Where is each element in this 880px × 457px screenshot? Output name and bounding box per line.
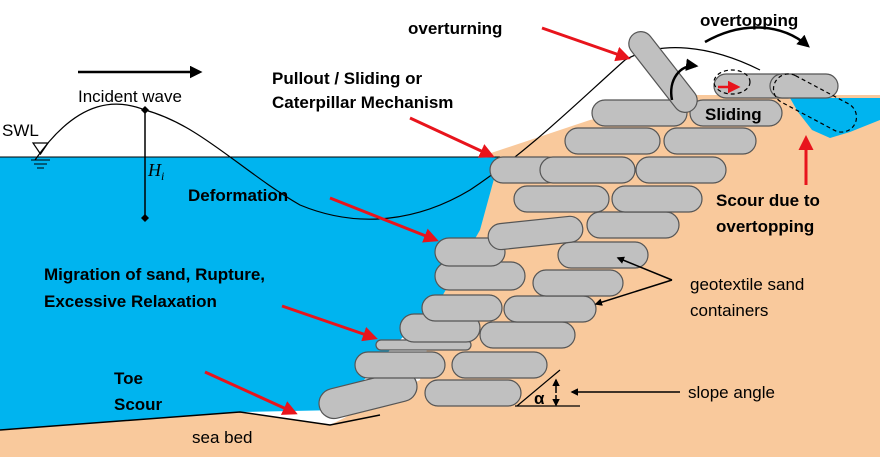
container xyxy=(532,269,624,297)
overtopping-pool xyxy=(790,98,880,138)
wave-crest-marker xyxy=(141,106,149,114)
slope-angle-label: slope angle xyxy=(688,383,775,402)
container xyxy=(479,321,576,349)
migration-red-arrow xyxy=(281,304,378,342)
alpha-label: α xyxy=(534,389,545,408)
container xyxy=(663,127,757,155)
swl-label: SWL xyxy=(2,121,39,140)
geotextile-containers xyxy=(318,31,839,420)
geotextile-pointer-1 xyxy=(616,256,673,281)
sea-bed-line xyxy=(0,411,381,431)
deformation-label: Deformation xyxy=(188,186,288,205)
pullout-label-line2: Caterpillar Mechanism xyxy=(272,93,453,112)
pullout-label-line1: Pullout / Sliding or xyxy=(272,69,423,88)
container xyxy=(513,185,610,213)
container xyxy=(451,351,548,379)
container xyxy=(689,99,783,127)
incident-wave-label: Incident wave xyxy=(78,87,182,106)
container xyxy=(318,370,418,420)
migration-label-line2: Excessive Relaxation xyxy=(44,292,217,311)
container xyxy=(635,156,727,184)
dashed-outline xyxy=(772,73,858,133)
toe-scour-red-arrow xyxy=(204,370,298,415)
scour-label-line2: overtopping xyxy=(716,217,814,236)
container xyxy=(354,351,446,379)
toe-label-line2: Scour xyxy=(114,395,163,414)
toe-label-line1: Toe xyxy=(114,369,143,388)
wave-height-label: Hi xyxy=(147,160,164,183)
container-overturning xyxy=(628,31,698,113)
overturning-rotation-arrow xyxy=(669,58,699,101)
overturning-red-arrow xyxy=(541,26,631,62)
sea-bed-label: sea bed xyxy=(192,428,253,447)
container xyxy=(539,156,636,184)
incident-wave-curve xyxy=(34,47,761,220)
container xyxy=(591,99,688,127)
container xyxy=(487,215,584,251)
geotextile-label-line1: geotextile sand xyxy=(690,275,804,294)
scour-label-line1: Scour due to xyxy=(716,191,820,210)
geotextile-pointer-2 xyxy=(594,279,673,306)
container xyxy=(564,127,661,155)
wave-trough-marker xyxy=(141,214,149,222)
container xyxy=(424,379,522,407)
container xyxy=(586,211,680,239)
swl-symbol xyxy=(31,142,50,169)
container xyxy=(503,295,597,323)
container xyxy=(611,185,703,213)
container xyxy=(421,294,503,322)
container xyxy=(434,237,506,267)
dashed-outline xyxy=(713,69,751,95)
migration-label-line1: Migration of sand, Rupture, xyxy=(44,265,265,284)
deformation-red-arrow xyxy=(329,196,439,243)
overtopping-arrow xyxy=(704,26,810,48)
overturning-label: overturning xyxy=(408,19,502,38)
geotextile-label-line2: containers xyxy=(690,301,768,320)
slope-line xyxy=(516,369,561,407)
container xyxy=(769,73,839,99)
sliding-label: Sliding xyxy=(705,105,762,124)
overtopping-label: overtopping xyxy=(700,11,798,30)
pullout-red-arrow xyxy=(409,116,495,158)
